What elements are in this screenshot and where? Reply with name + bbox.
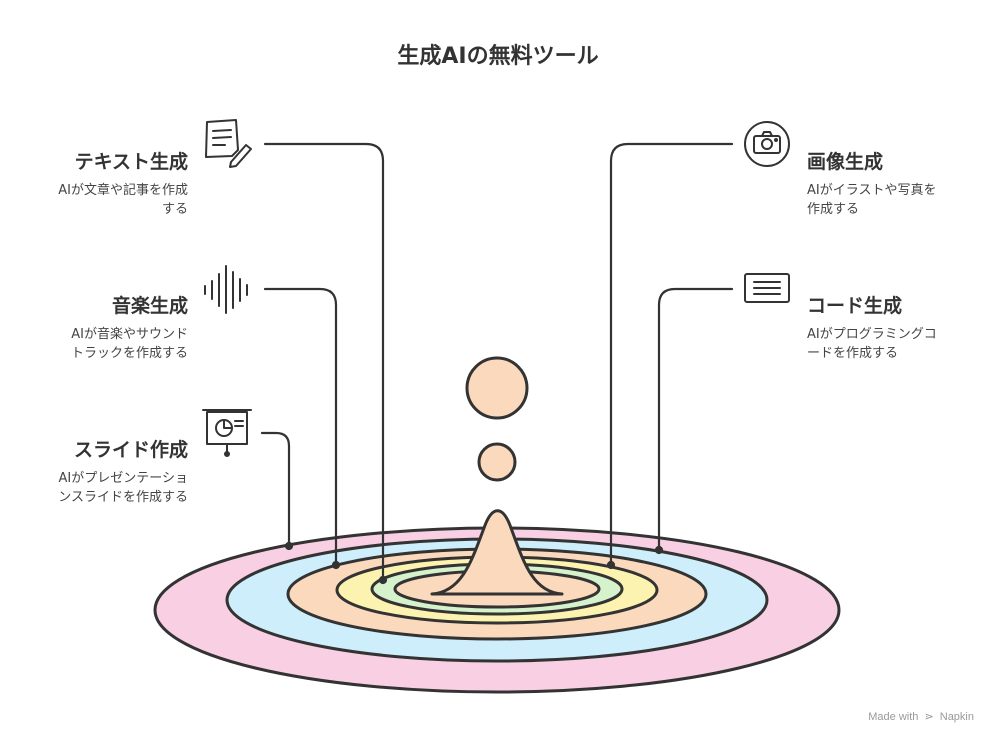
heading-image-generation: 画像生成 [807,151,884,173]
connector-code-generation [657,287,734,552]
connector-dot-code [654,545,664,555]
napkin-logo-icon: ⋗ [924,711,934,723]
description-music-generation: AIが音楽やサウンド トラックを作成する [70,327,188,361]
connector-dot-text [378,575,388,585]
presentation-board-icon [202,409,252,457]
description-text-generation: AIが文章や記事を作成 する [58,183,188,217]
connector-dot-image [606,560,616,570]
sound-wave-icon [204,265,248,314]
heading-slide-creation: スライド作成 [73,439,188,461]
heading-code-generation: コード生成 [807,295,903,317]
splash-peak [430,509,564,596]
watermark: Made with ⋗ Napkin [868,710,974,723]
watermark-prefix: Made with [868,711,919,723]
description-image-generation: AIがイラストや写真を 作成する [807,183,937,217]
camera-icon [744,121,790,167]
diagram-title: 生成AIの無料ツール [397,44,599,69]
connector-image-generation [609,142,734,567]
description-code-generation: AIがプログラミングコ ードを作成する [807,327,937,361]
connector-dot-music [331,560,341,570]
connector-slide-creation [260,431,291,548]
droplet-large [465,356,529,420]
heading-music-generation: 音楽生成 [111,295,188,317]
document-pencil-icon [205,119,252,168]
heading-text-generation: テキスト生成 [74,151,188,173]
connector-dot-slide [284,541,294,551]
description-slide-creation: AIがプレゼンテーショ ンスライドを作成する [58,471,188,505]
code-window-icon [744,273,790,303]
connector-text-generation [263,142,385,582]
watermark-brand: Napkin [939,711,974,723]
connector-music-generation [263,287,338,567]
droplet-small [477,442,517,482]
